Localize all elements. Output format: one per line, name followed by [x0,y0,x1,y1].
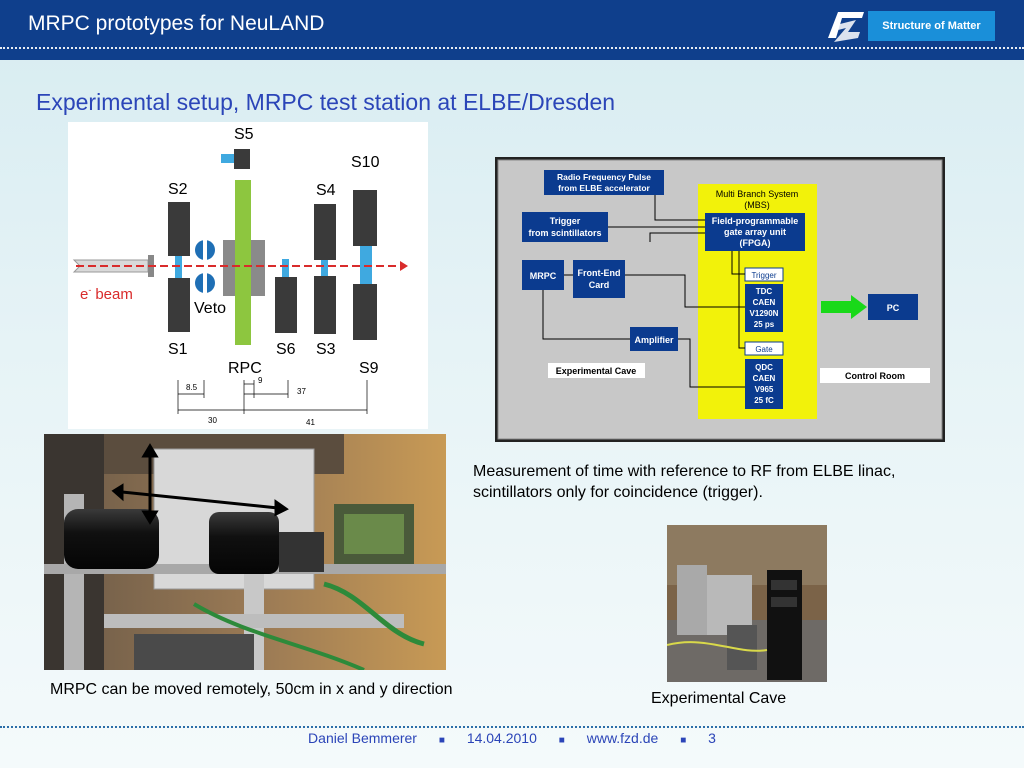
s10-detector [353,190,377,246]
header-title: MRPC prototypes for NeuLAND [28,12,325,35]
dim-41: 41 [306,418,315,427]
svg-text:V965: V965 [755,385,774,394]
beam-arrowhead [400,261,408,271]
svg-text:TDC: TDC [756,287,773,296]
svg-text:Amplifier: Amplifier [634,335,674,345]
mbs-label-1: Multi Branch System [716,189,799,199]
pmt-cylinder-right [209,512,279,574]
svg-text:V1290N: V1290N [750,309,779,318]
xy-movement-arrows [111,443,289,525]
footer-author: Daniel Bemmerer [308,730,417,746]
control-room-label-box [820,368,930,383]
label-s10: S10 [351,154,380,171]
svg-text:Trigger: Trigger [550,216,581,226]
footer-separator: ■ [438,735,445,746]
dim-30: 30 [208,416,217,425]
label-s9: S9 [359,360,379,377]
label-veto: Veto [194,300,226,317]
svg-text:Card: Card [589,280,610,290]
svg-text:Gate: Gate [755,345,773,354]
dimension-lines [177,380,368,414]
label-s1: S1 [168,341,188,358]
footer-date: 14.04.2010 [466,730,537,746]
svg-text:(FPGA): (FPGA) [740,238,771,248]
label-rpc: RPC [228,360,262,377]
cave-caption: Experimental Cave [651,690,787,707]
measurement-caption: Measurement of time with reference to RF… [473,463,896,501]
svg-text:25 fC: 25 fC [754,396,774,405]
svg-text:from ELBE accelerator: from ELBE accelerator [558,183,650,193]
daq-diagram: Multi Branch System (MBS) Field-programm… [497,159,943,440]
label-s6: S6 [276,341,296,358]
footer-separator: ■ [558,735,565,746]
header-bar: MRPC prototypes for NeuLAND Structure of… [0,0,1024,60]
svg-text:Front-End: Front-End [578,268,621,278]
svg-text:Experimental Cave: Experimental Cave [556,366,637,376]
footer: Daniel Bemmerer ■ 14.04.2010 ■ www.fzd.d… [0,730,1024,746]
svg-text:PC: PC [887,303,900,313]
s6-lightguide [282,259,289,277]
label-s4: S4 [316,182,336,199]
svg-text:CAEN: CAEN [753,298,776,307]
svg-text:MRPC: MRPC [530,271,557,281]
pc-box [868,294,918,320]
s6-detector [275,277,297,333]
dim-8-5: 8.5 [186,383,198,392]
svg-text:25 ps: 25 ps [754,320,775,329]
rpc-plate [235,180,251,345]
setup-diagram-panel: S5 RPC S2 S1 Veto S6 S4 S3 S10 S9 [68,122,428,429]
amplifier-box [630,327,678,351]
trigger-scint-box [522,212,608,242]
frontend-card-box [573,260,625,298]
label-s5: S5 [234,126,254,143]
label-s3: S3 [316,341,336,358]
daq-connector-lines [542,195,745,388]
label-s2: S2 [168,181,188,198]
footer-url[interactable]: www.fzd.de [586,730,659,746]
footer-separator: ■ [680,735,687,746]
svg-text:QDC: QDC [755,363,773,372]
label-beam: e-beam [80,285,133,303]
svg-text:Radio Frequency Pulse: Radio Frequency Pulse [557,172,651,182]
mrpc-move-caption: MRPC can be moved remotely, 50cm in x an… [50,681,453,698]
footer-divider [0,726,1024,728]
s9-detector [353,284,377,340]
rf-pulse-box [544,170,664,195]
fpga-box [705,213,805,251]
experimental-cave-photo [667,525,827,682]
mbs-label-2: (MBS) [744,200,770,210]
s2-detector [168,202,190,256]
qdc-box [745,359,783,409]
footer-page-number: 3 [708,730,716,746]
daq-diagram-panel: Multi Branch System (MBS) Field-programm… [495,157,945,442]
mrpc-setup-photo [44,434,446,670]
setup-diagram: S5 RPC S2 S1 Veto S6 S4 S3 S10 S9 [72,126,408,427]
tdc-box [745,284,783,332]
s5-detector [234,149,250,169]
structure-of-matter-badge: Structure of Matter [868,11,995,41]
svg-text:CAEN: CAEN [753,374,776,383]
s3-detector [314,276,336,334]
header-divider [0,47,1024,49]
svg-text:Trigger: Trigger [751,271,776,280]
svg-text:gate array unit: gate array unit [724,227,786,237]
svg-text:from scintillators: from scintillators [528,228,601,238]
cave-label-box [548,363,645,378]
pmt-cylinder-left [64,509,159,569]
svg-text:Field-programmable: Field-programmable [712,216,799,226]
dim-37: 37 [297,387,306,396]
s1-detector [168,278,190,332]
s4-detector [314,204,336,260]
fzd-logo-icon [828,12,864,42]
s5-lightguide [221,154,234,163]
slide-title: Experimental setup, MRPC test station at… [36,89,616,115]
svg-text:Control Room: Control Room [845,371,905,381]
mrpc-box [522,260,564,290]
dim-9: 9 [258,376,263,385]
data-flow-arrow [821,301,853,313]
